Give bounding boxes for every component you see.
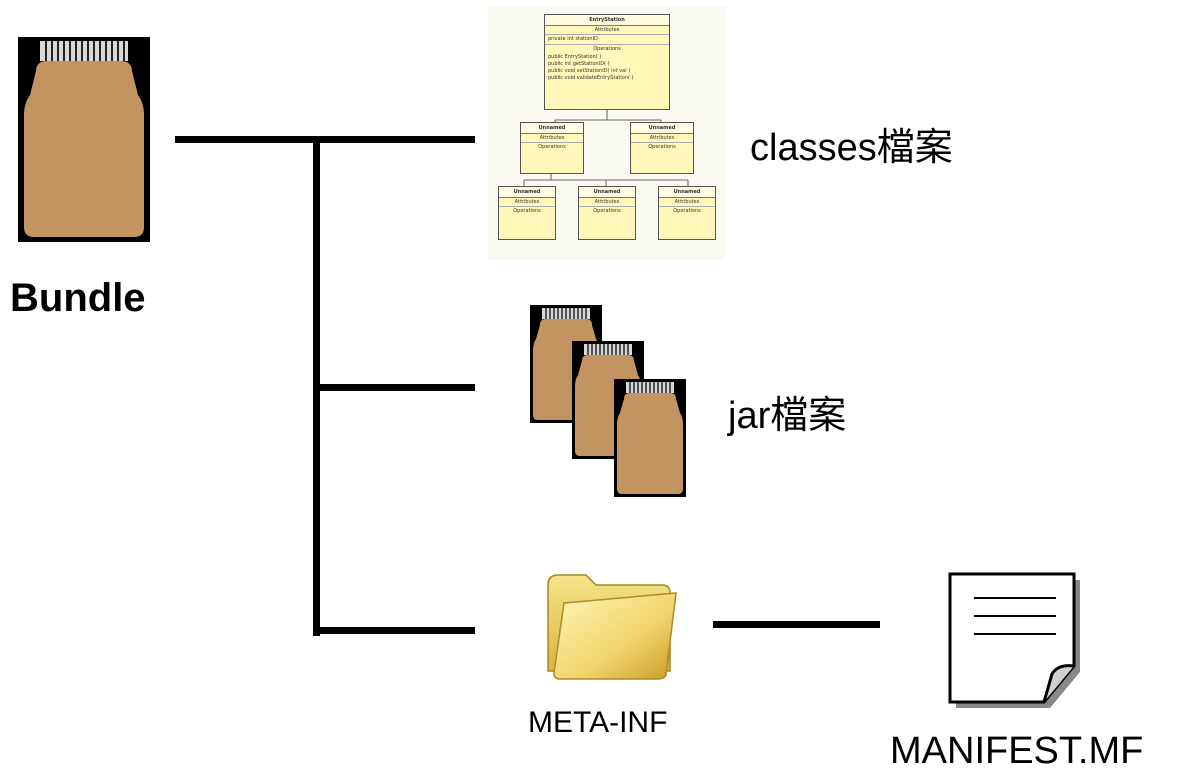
document-icon [948, 572, 1080, 708]
connector-branch-jar [313, 384, 475, 391]
metainf-label: META-INF [528, 706, 668, 739]
manifest-label: MANIFEST.MF [890, 730, 1144, 772]
folder-icon [547, 574, 677, 680]
bundle-jar-icon [18, 37, 150, 242]
connector-root-horizontal [175, 136, 475, 143]
uml-sub-class: Unnamed Attributes Operations [578, 186, 636, 240]
bundle-label: Bundle [10, 276, 146, 320]
uml-class-diagram-icon: EntryStation Attributes private int stat… [488, 6, 726, 260]
uml-sub-class: Unnamed Attributes Operations [520, 122, 584, 174]
uml-sub-class: Unnamed Attributes Operations [498, 186, 556, 240]
uml-sub-class: Unnamed Attributes Operations [658, 186, 716, 240]
jar-stack-icon [530, 305, 687, 498]
connector-metainf-manifest [713, 621, 880, 628]
classes-label: classes檔案 [750, 127, 953, 169]
connector-branch-metainf [313, 627, 475, 634]
jar-label: jar檔案 [728, 395, 847, 437]
uml-sub-class: Unnamed Attributes Operations [630, 122, 694, 174]
uml-main-class: EntryStation Attributes private int stat… [544, 14, 670, 110]
